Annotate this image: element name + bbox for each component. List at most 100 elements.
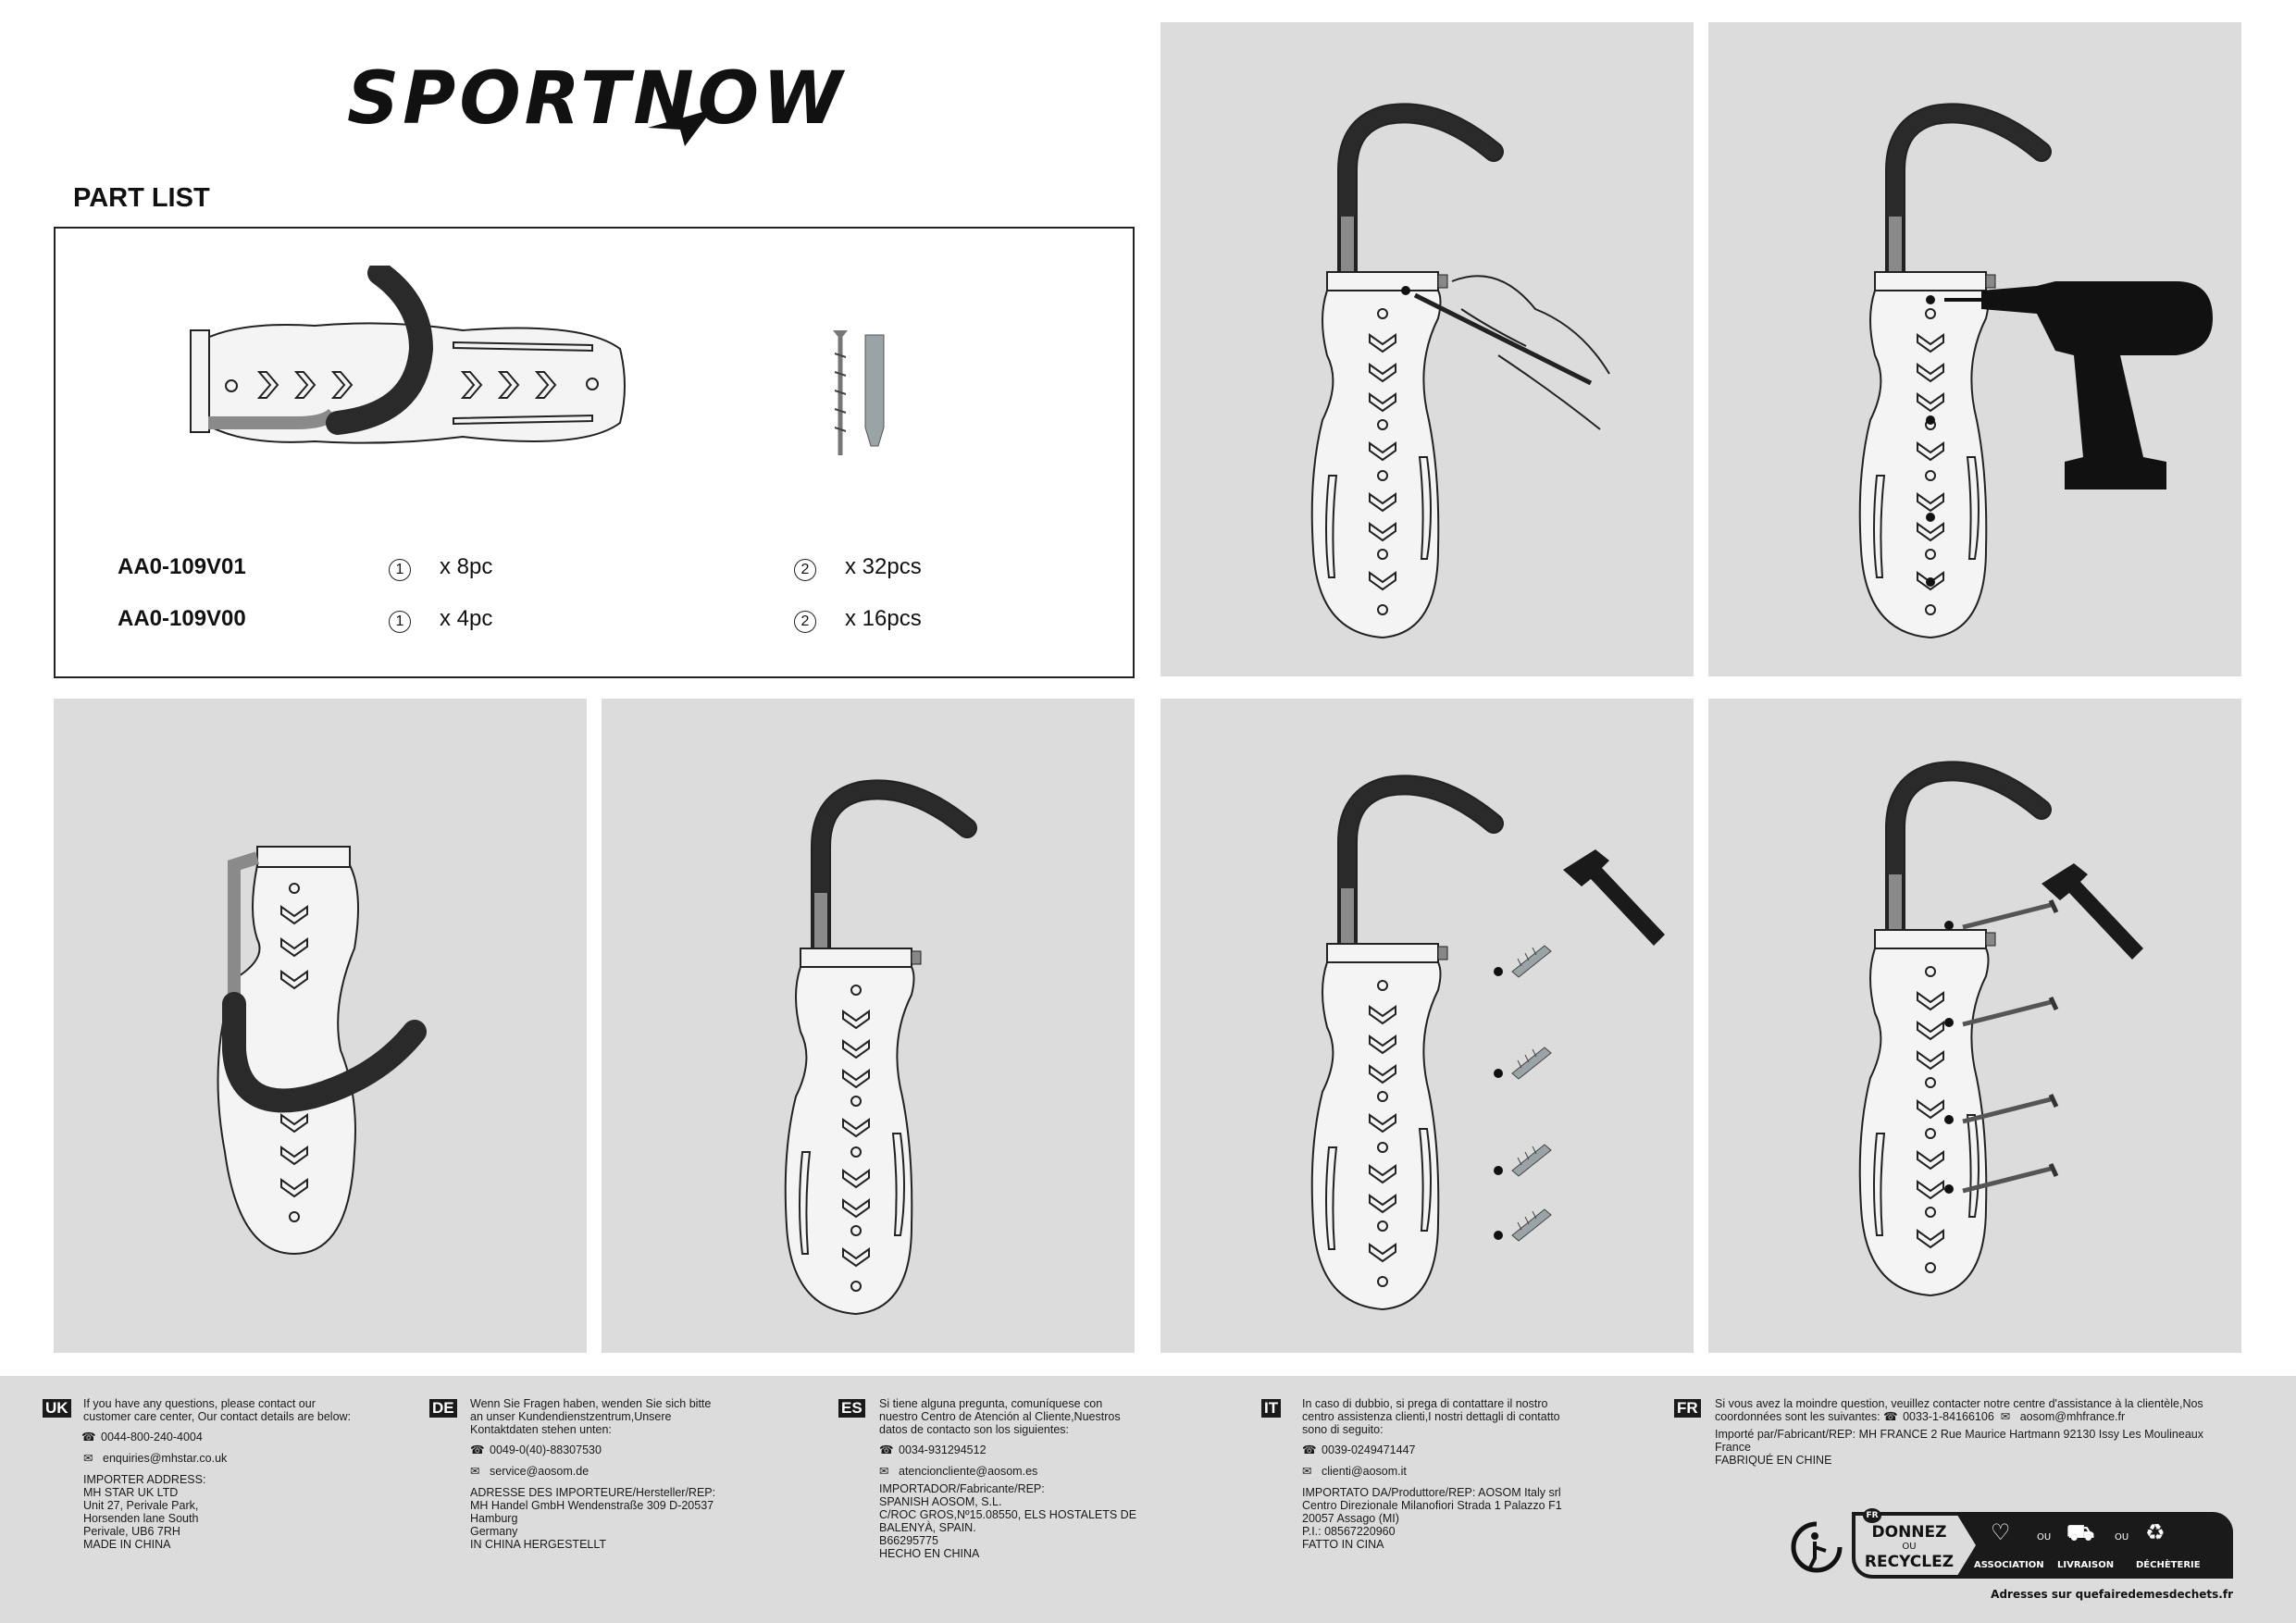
logo-arrow-icon [648,109,713,146]
part-code: AA0-109V00 [118,606,246,631]
contact-intro: In caso di dubbio, si prega di contattar… [1302,1397,1548,1410]
bracket-folded-illustration [217,846,427,1256]
address-line: FABRIQUÉ EN CHINE [1715,1454,1832,1468]
part-number-badge: 1 [389,559,411,581]
phone-icon: ☎ [879,1443,894,1457]
address-line: B66295775 [879,1534,938,1548]
contact-intro: centro assistenza clienti,I nostri detta… [1302,1410,1560,1423]
step-bracket-folded-panel [54,699,587,1353]
contact-intro: an unser Kundendienstzentrum,Unsere [470,1410,672,1423]
email-link[interactable]: atencioncliente@aosom.es [899,1465,1038,1479]
address-line: ADRESSE DES IMPORTEURE/Hersteller/REP: [470,1486,716,1500]
triman-option: LIVRAISON [2057,1560,2115,1570]
step-drill-holes-panel [1708,22,2241,676]
address-line: SPANISH AOSOM, S.L. [879,1495,1002,1509]
step-mark-holes-panel [1160,22,1694,676]
address-line: 20057 Assago (MI) [1302,1512,1399,1526]
address-line: Horsenden lane South [83,1512,199,1526]
address-line: MH STAR UK LTD [83,1486,179,1500]
part-quantity: x 4pc [440,606,493,631]
wall-anchors [1494,945,1552,1242]
address-line: BALENYÀ, SPAIN. [879,1521,976,1535]
address-line: IMPORTATO DA/Produttore/REP: AOSOM Italy… [1302,1486,1561,1500]
part-quantity: x 8pc [440,554,493,579]
contact-intro: Kontaktdaten stehen unten: [470,1423,612,1436]
triman-fr-tag: FR [1863,1508,1881,1523]
hammer-icon [1545,842,1674,953]
phone-icon: ☎ [81,1431,96,1444]
address-line: IN CHINA HERGESTELLT [470,1538,607,1552]
hand-with-pencil-icon [1401,275,1610,430]
contact-intro: nuestro Centro de Atención al Cliente,Nu… [879,1410,1121,1423]
triman-ou: OU [2115,1532,2129,1542]
mail-icon: ✉ [879,1465,889,1479]
country-badge-it: IT [1261,1399,1282,1418]
address-line: MH Handel GmbH Wendenstraße 309 D-20537 [470,1499,714,1513]
contact-intro: Si tiene alguna pregunta, comuníquese co… [879,1397,1103,1410]
address-line: IMPORTER ADDRESS: [83,1473,206,1487]
contact-uk: UK If you have any questions, please con… [43,1397,352,1552]
step-bracket-open-panel [602,699,1135,1353]
part-list-title: PART LIST [73,183,210,213]
phone-icon: ☎ [470,1443,485,1457]
email-link[interactable]: enquiries@mhstar.co.uk [103,1452,228,1466]
part-quantity: x 32pcs [845,554,922,579]
contact-intro: coordonnées sont les suivantes: [1715,1410,1880,1423]
email-link[interactable]: clienti@aosom.it [1322,1465,1407,1479]
address-line: HECHO EN CHINA [879,1547,980,1561]
brand-logo: SPORTNOW [347,57,847,141]
address-line: MADE IN CHINA [83,1538,171,1552]
heart-hand-icon: ♡ [1991,1519,2011,1545]
phone-number: 0044-800-240-4004 [101,1431,203,1443]
triman-recycling-logo: FR DONNEZ OU RECYCLEZ ♡ ⛟ ♻ OU OU ASSOCI… [1789,1508,2242,1619]
phone-icon: ☎ [1883,1410,1898,1424]
country-badge-de: DE [429,1399,457,1418]
email-link[interactable]: aosom@mhfrance.fr [2019,1410,2126,1423]
address-line: Hamburg [470,1512,518,1526]
triman-ou: OU [2037,1532,2052,1542]
bracket-part-illustration [190,266,626,444]
contact-it: IT In caso di dubbio, si prega di contat… [1261,1397,1562,1551]
part-number-badge: 1 [389,611,411,633]
step-insert-anchors-panel [1160,699,1694,1353]
phone-number: 0033-1-84166106 [1903,1410,1994,1423]
part-code: AA0-109V01 [118,554,246,579]
address-line: Centro Direzionale Milanofiori Strada 1 … [1302,1499,1562,1513]
address-line: C/ROC GROS,Nº15.08550, ELS HOSTALETS DE [879,1508,1137,1522]
phone-number: 0049-0(40)-88307530 [490,1443,602,1456]
part-number-badge: 2 [794,611,816,633]
address-line: France [1715,1441,1751,1455]
part-list-box: AA0-109V01 1 x 8pc 2 x 32pcs AA0-109V00 … [54,227,1135,678]
address-line: Unit 27, Perivale Park, [83,1499,199,1513]
contact-es: ES Si tiene alguna pregunta, comuníquese… [838,1397,1137,1561]
triman-url: Adresses sur quefairedemesdechets.fr [1991,1588,2233,1601]
triman-option: DÉCHÈTERIE [2136,1560,2201,1570]
screws [1944,893,2079,1194]
mail-icon: ✉ [1302,1465,1312,1479]
contact-intro: Si vous avez la moindre question, veuill… [1715,1397,2203,1410]
email-link[interactable]: service@aosom.de [490,1465,590,1479]
triman-ou: OU [1902,1542,1917,1552]
step-screw-bracket-panel [1708,699,2241,1353]
country-badge-fr: FR [1674,1399,1701,1418]
hammer-icon [2023,856,2153,967]
bracket-illustration [773,763,1013,1319]
address-line: IMPORTADOR/Fabricante/REP: [879,1482,1045,1496]
phone-icon: ☎ [1302,1443,1317,1457]
country-badge-uk: UK [43,1399,71,1418]
address-line: Perivale, UB6 7RH [83,1525,180,1539]
contact-intro: Wenn Sie Fragen haben, wenden Sie sich b… [470,1397,712,1410]
mail-icon: ✉ [2000,1410,2011,1424]
trolley-icon: ⛟ [2066,1519,2095,1545]
contact-intro: sono di seguito: [1302,1423,1384,1436]
address-line: Germany [470,1525,518,1539]
phone-number: 0034-931294512 [899,1443,987,1456]
recycling-centre-icon: ♻ [2145,1519,2166,1545]
mail-icon: ✉ [83,1452,93,1466]
mail-icon: ✉ [470,1465,480,1479]
triman-donnez: DONNEZ [1871,1523,1947,1542]
contact-intro: customer care center, Our contact detail… [83,1410,352,1423]
triman-recyclez: RECYCLEZ [1864,1553,1955,1571]
screw-and-anchor-illustration [833,330,885,455]
phone-number: 0039-0249471447 [1322,1443,1416,1456]
